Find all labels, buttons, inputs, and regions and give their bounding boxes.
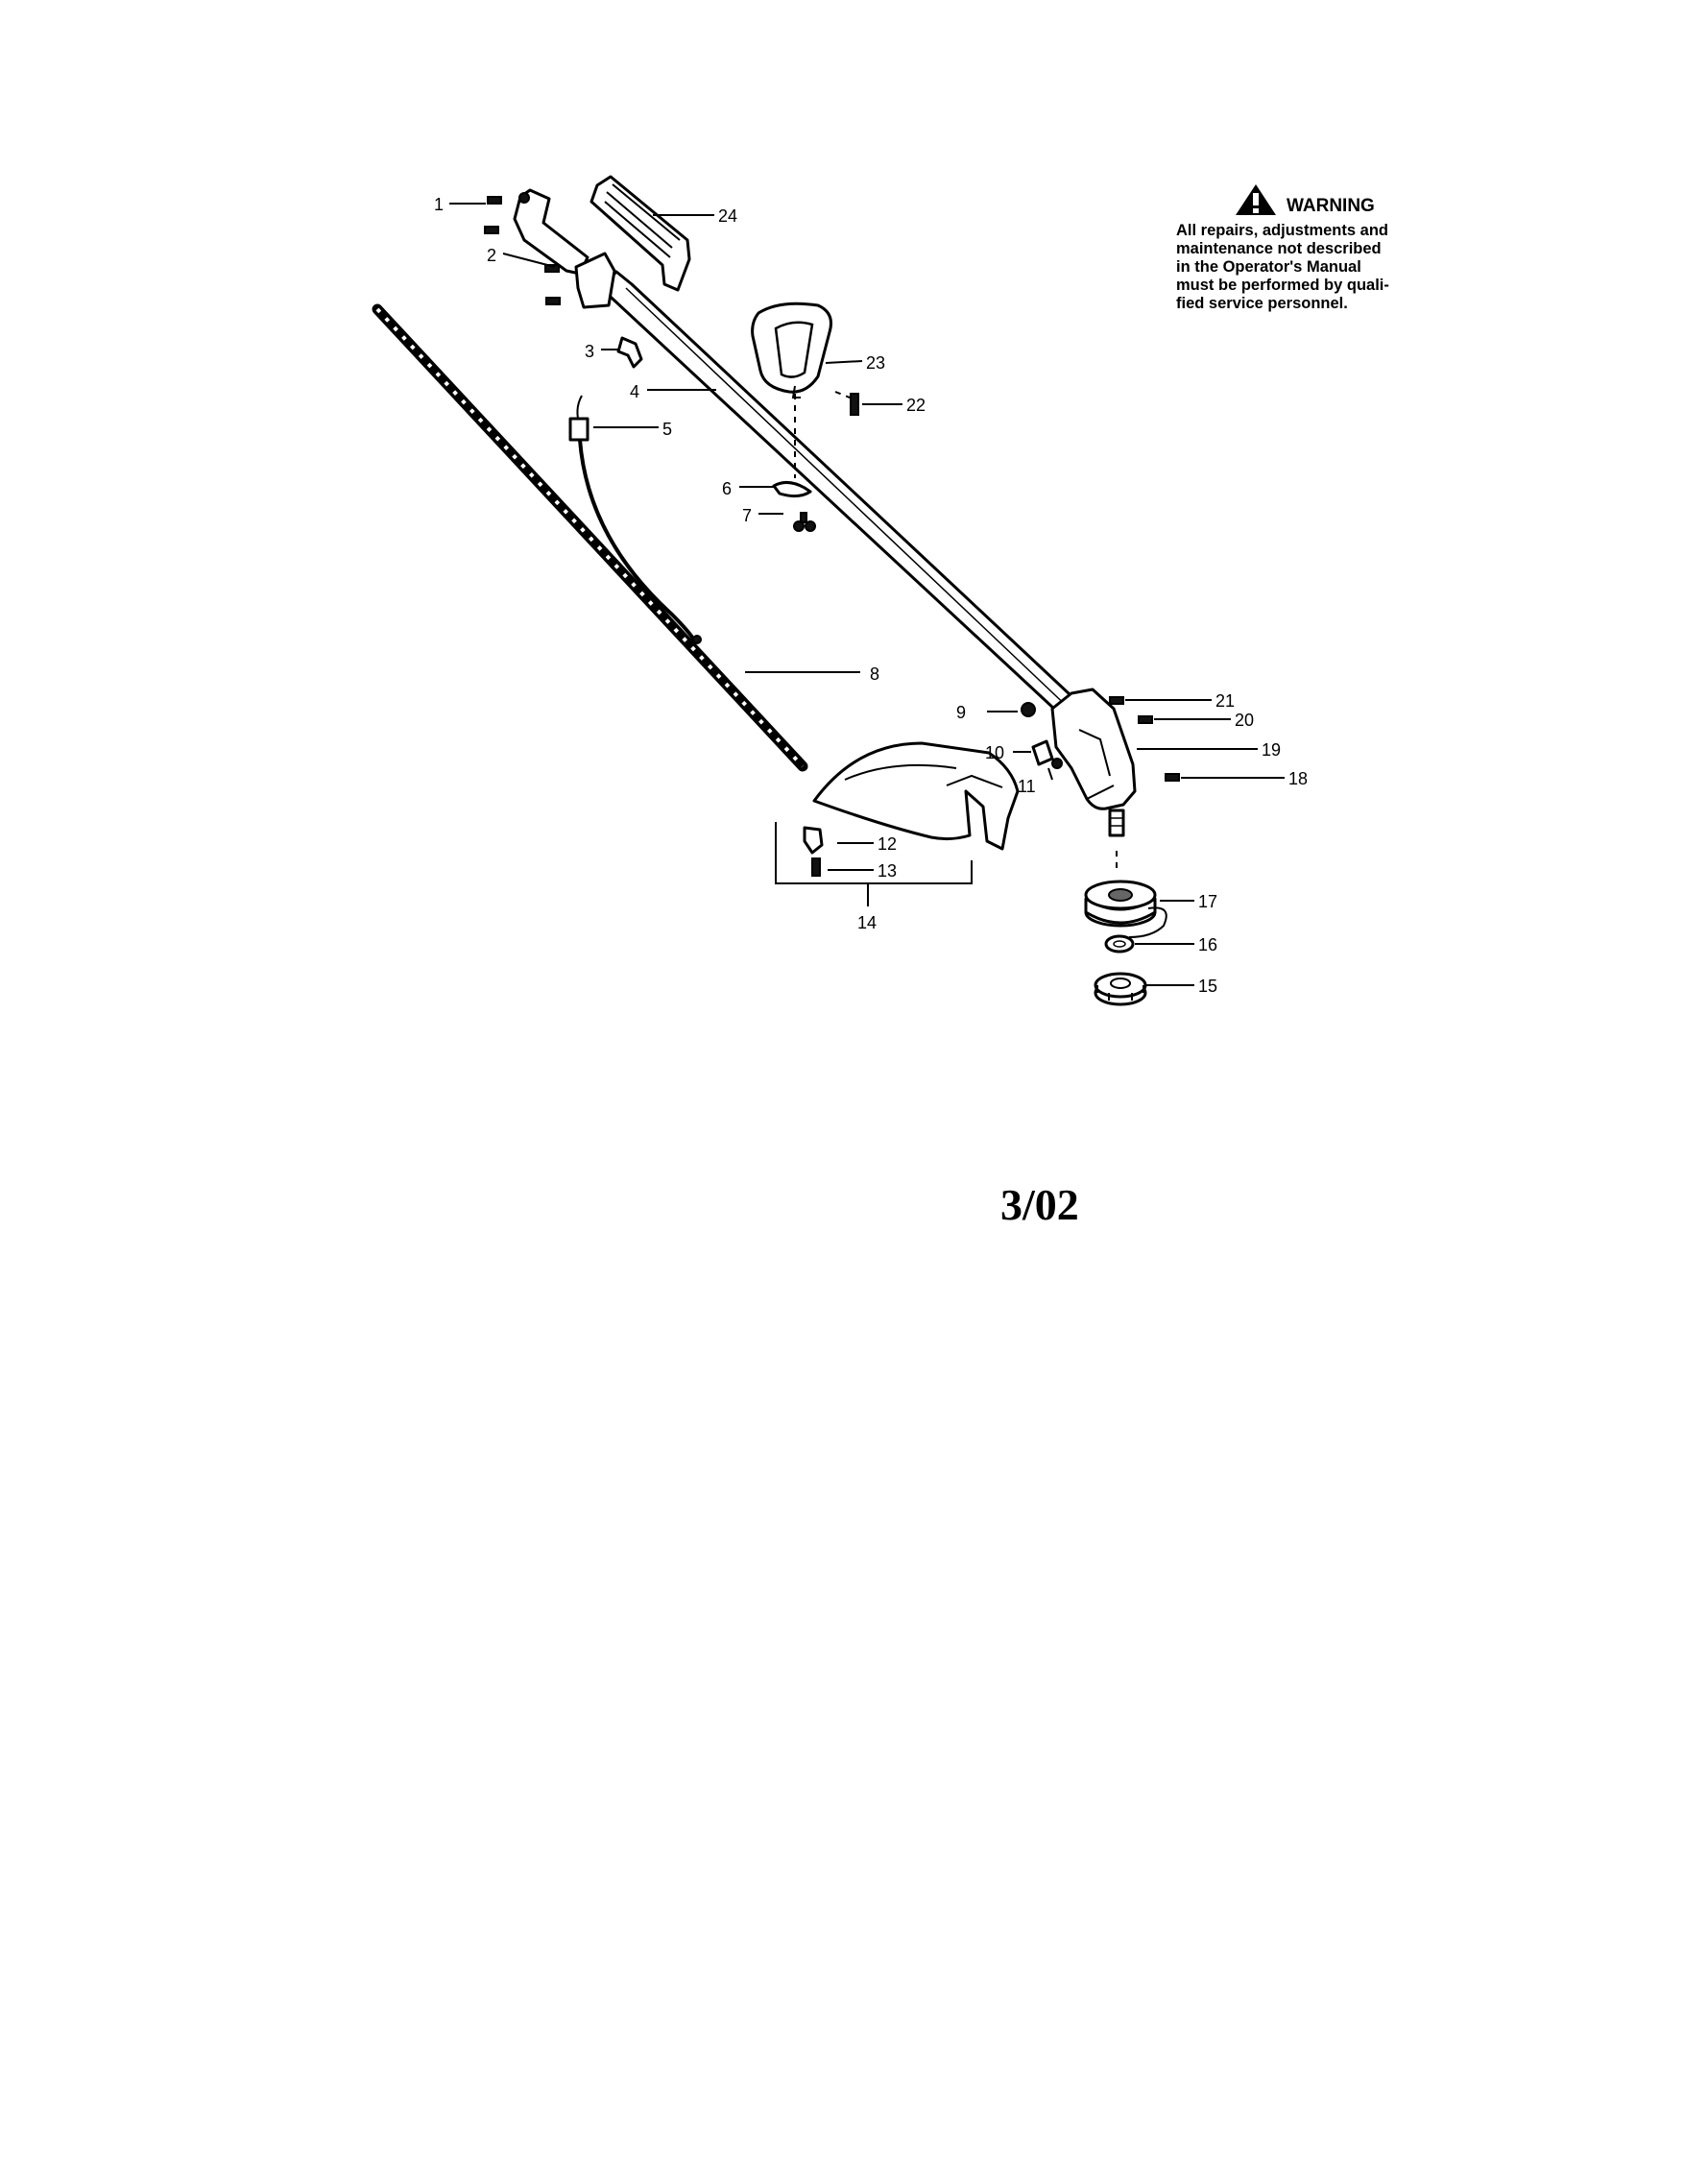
nut-11-part bbox=[1051, 758, 1063, 769]
nut-9-part bbox=[1021, 702, 1036, 717]
callout-19: 19 bbox=[1262, 740, 1281, 760]
clip-10-part bbox=[1031, 739, 1054, 766]
callout-24: 24 bbox=[718, 206, 737, 226]
callout-7: 7 bbox=[742, 506, 752, 525]
callout-4: 4 bbox=[630, 382, 639, 401]
callout-8: 8 bbox=[870, 664, 879, 684]
handle-housing-part bbox=[513, 188, 616, 309]
warning-icon bbox=[1236, 184, 1276, 215]
callout-6: 6 bbox=[722, 479, 732, 498]
callout-12: 12 bbox=[878, 834, 897, 854]
warning-line-1: All repairs, adjustments and bbox=[1176, 222, 1388, 239]
warning-title: WARNING bbox=[1287, 196, 1375, 216]
handle-bar-part bbox=[589, 175, 691, 292]
clamp-part bbox=[772, 481, 812, 498]
warning-block: WARNING All repairs, adjustments and mai… bbox=[1176, 184, 1389, 312]
loop-handle-part bbox=[751, 302, 832, 398]
loop-bolt-assembly-line bbox=[834, 391, 855, 400]
main-tube-part bbox=[599, 270, 1087, 724]
callout-16: 16 bbox=[1198, 935, 1217, 954]
throttle-cable-part bbox=[568, 395, 702, 644]
callout-13: 13 bbox=[878, 861, 897, 881]
callout-17: 17 bbox=[1198, 892, 1217, 911]
callout-3: 3 bbox=[585, 342, 594, 361]
callout-11: 11 bbox=[1018, 777, 1036, 796]
guard-screw-part bbox=[811, 857, 821, 877]
bump-knob-part bbox=[1094, 972, 1147, 1006]
guard-kit-bracket bbox=[775, 822, 973, 884]
callout-10: 10 bbox=[985, 743, 1004, 762]
handle-screws-part bbox=[484, 196, 561, 305]
trigger-part bbox=[616, 336, 643, 369]
callout-15: 15 bbox=[1198, 977, 1217, 996]
wing-nut-part bbox=[793, 512, 816, 532]
trimmer-head-part bbox=[1084, 880, 1167, 938]
date-mark: 3/02 bbox=[1000, 1180, 1079, 1229]
output-shaft-part bbox=[1108, 809, 1125, 837]
callout-18: 18 bbox=[1288, 769, 1308, 788]
callout-5: 5 bbox=[662, 420, 672, 439]
leader-lines bbox=[449, 203, 1285, 986]
gear-head-part bbox=[1050, 688, 1137, 810]
warning-line-4: must be performed by quali- bbox=[1176, 277, 1389, 294]
loop-bolt-part bbox=[850, 393, 859, 416]
callout-1: 1 bbox=[434, 195, 444, 214]
callout-23: 23 bbox=[866, 353, 885, 373]
guard-bracket-part bbox=[803, 826, 824, 855]
warning-line-2: maintenance not described bbox=[1176, 240, 1382, 257]
part-callouts: 1 2 3 4 5 6 7 8 9 10 11 12 13 14 15 16 1… bbox=[434, 195, 1308, 996]
callout-21: 21 bbox=[1215, 691, 1235, 711]
washer-part bbox=[1104, 934, 1135, 954]
guard-part bbox=[812, 741, 1020, 851]
warning-line-5: fied service personnel. bbox=[1176, 295, 1348, 312]
callout-14: 14 bbox=[857, 913, 877, 932]
callout-22: 22 bbox=[906, 396, 926, 415]
callout-20: 20 bbox=[1235, 711, 1254, 730]
callout-2: 2 bbox=[487, 246, 496, 265]
drive-shaft-part bbox=[372, 303, 808, 772]
warning-line-3: in the Operator's Manual bbox=[1176, 258, 1361, 276]
callout-9: 9 bbox=[956, 703, 966, 722]
head-screws-part bbox=[1109, 696, 1180, 782]
